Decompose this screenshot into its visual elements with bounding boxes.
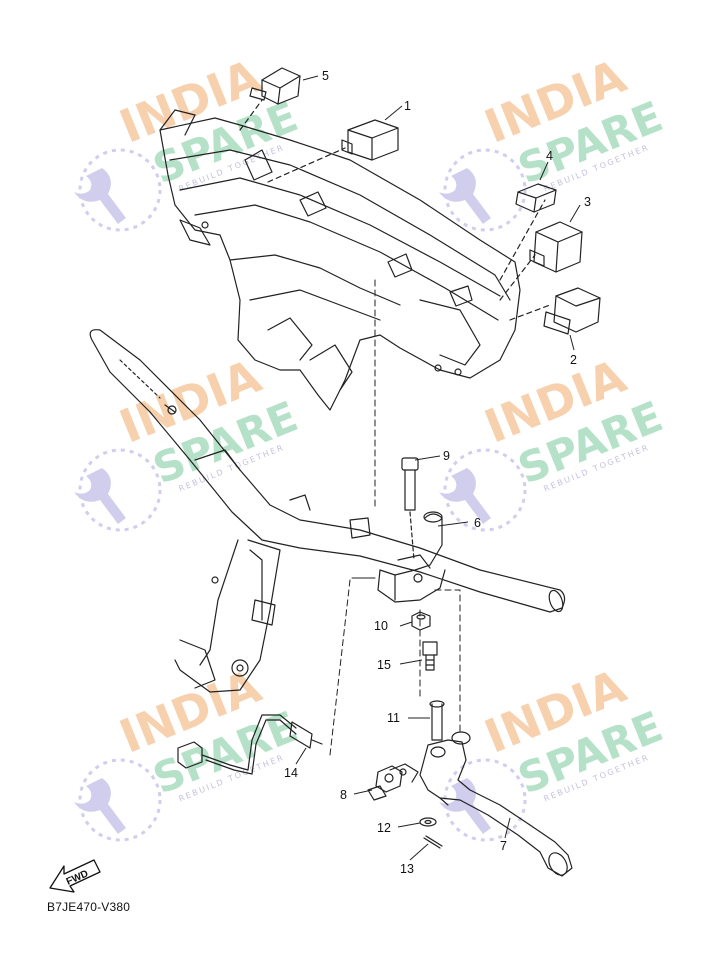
callout-7: 7	[500, 839, 507, 853]
callout-3: 3	[584, 195, 591, 209]
callout-4: 4	[546, 149, 553, 163]
diagram-code: B7JE470-V380	[47, 900, 131, 914]
watermark-3: INDIA SPARE REBUILD TOGETHER	[72, 349, 304, 532]
part-13-cotter-pin	[423, 835, 443, 849]
callout-9: 9	[443, 449, 450, 463]
fwd-arrow-icon: FWD	[49, 859, 101, 893]
callout-10: 10	[374, 619, 388, 633]
callout-5: 5	[322, 69, 329, 83]
callout-15: 15	[377, 658, 391, 672]
callout-2: 2	[570, 353, 577, 367]
callout-14: 14	[284, 766, 298, 780]
part-8-clamp	[367, 763, 419, 801]
part-1-switch	[267, 119, 399, 183]
part-12-washer	[419, 817, 437, 827]
callout-8: 8	[340, 788, 347, 802]
callout-11: 11	[387, 711, 400, 725]
part-7-lever	[419, 731, 573, 877]
part-9-bolt	[401, 457, 419, 561]
part-11-pin	[429, 700, 445, 741]
part-6-bracket	[377, 511, 446, 603]
part-3-switch	[529, 221, 583, 273]
steering-stem-illustration	[174, 539, 281, 693]
callout-12: 12	[377, 821, 391, 835]
part-14-switch-cable	[177, 714, 323, 775]
watermark-5: INDIA SPARE REBUILD TOGETHER	[72, 659, 304, 842]
part-5-connector	[239, 67, 301, 131]
callout-13: 13	[400, 862, 414, 876]
handlebar-illustration	[89, 329, 566, 613]
watermark-layer: INDIA SPARE REBUILD TOGETHER INDIA SPARE…	[72, 49, 669, 842]
part-15-screw	[422, 641, 438, 671]
part-2-switch	[543, 287, 601, 335]
watermark-6: INDIA SPARE REBUILD TOGETHER	[437, 659, 669, 842]
part-4-cap	[515, 183, 557, 213]
callout-1: 1	[404, 99, 411, 113]
callout-6: 6	[474, 516, 481, 530]
part-10-nut	[411, 611, 431, 631]
front-cover-illustration	[159, 109, 521, 411]
